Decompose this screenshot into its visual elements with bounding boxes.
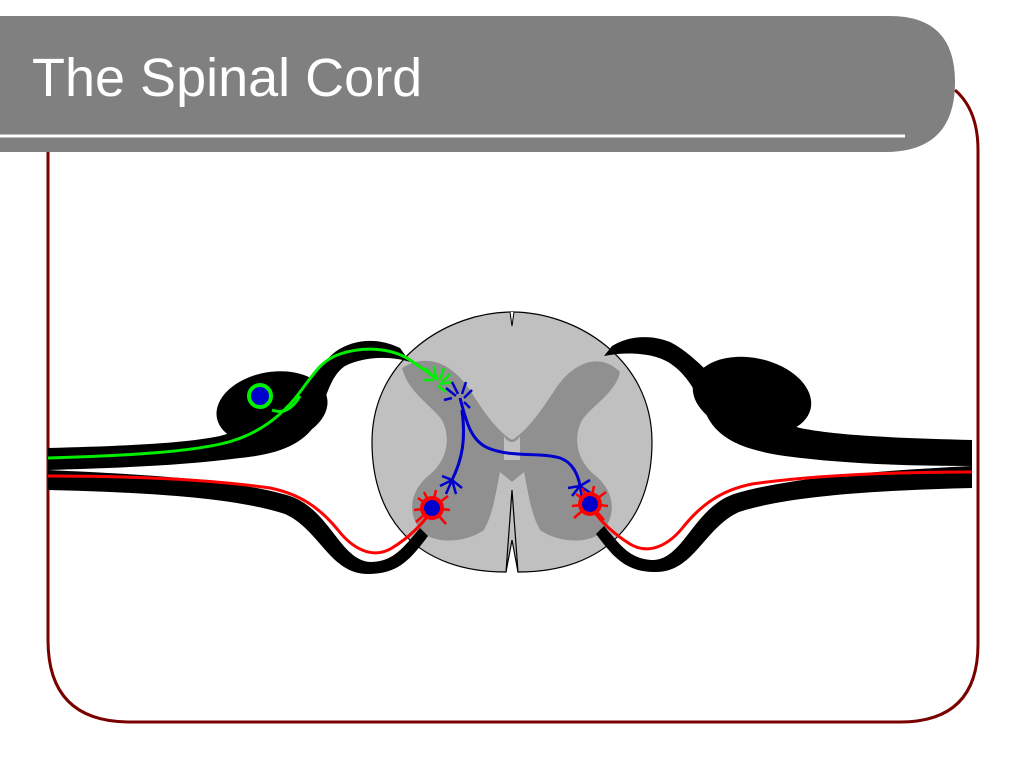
sensory-terminal-branches xyxy=(424,365,453,393)
interneuron-terminals-left xyxy=(439,474,463,495)
right-spinal-nerve xyxy=(596,337,972,572)
dorsal-root-ganglion-left xyxy=(216,371,328,445)
title-bar xyxy=(0,16,955,152)
interneuron-axon-to-right xyxy=(458,397,582,487)
sensory-axon-peripheral xyxy=(47,347,439,460)
motor-axon-right xyxy=(588,470,973,551)
motor-axon-left xyxy=(47,474,434,555)
right-ventral-root xyxy=(596,466,972,572)
motor-neuron-right xyxy=(571,470,973,551)
motor-cell-body-left xyxy=(420,496,444,520)
slide-frame xyxy=(46,88,980,724)
ventral-median-fissure xyxy=(505,489,519,573)
left-dorsal-root xyxy=(48,340,410,470)
dorsal-root-ganglion-right xyxy=(692,356,812,436)
motor-neuron-left xyxy=(47,474,451,555)
sensory-soma-stalk xyxy=(271,395,302,413)
left-ventral-root xyxy=(48,470,428,574)
dorsal-median-sulcus xyxy=(509,311,515,327)
interneuron-dendrites xyxy=(443,381,473,409)
sensory-cell-body xyxy=(247,383,273,409)
slide-title: The Spinal Cord xyxy=(32,48,423,108)
interneuron xyxy=(439,381,593,499)
motor-cell-body-right xyxy=(578,492,602,516)
left-spinal-nerve xyxy=(48,340,428,574)
interneuron-axon-to-left xyxy=(450,409,466,481)
sensory-neuron xyxy=(47,347,453,460)
right-dorsal-root xyxy=(604,337,972,466)
